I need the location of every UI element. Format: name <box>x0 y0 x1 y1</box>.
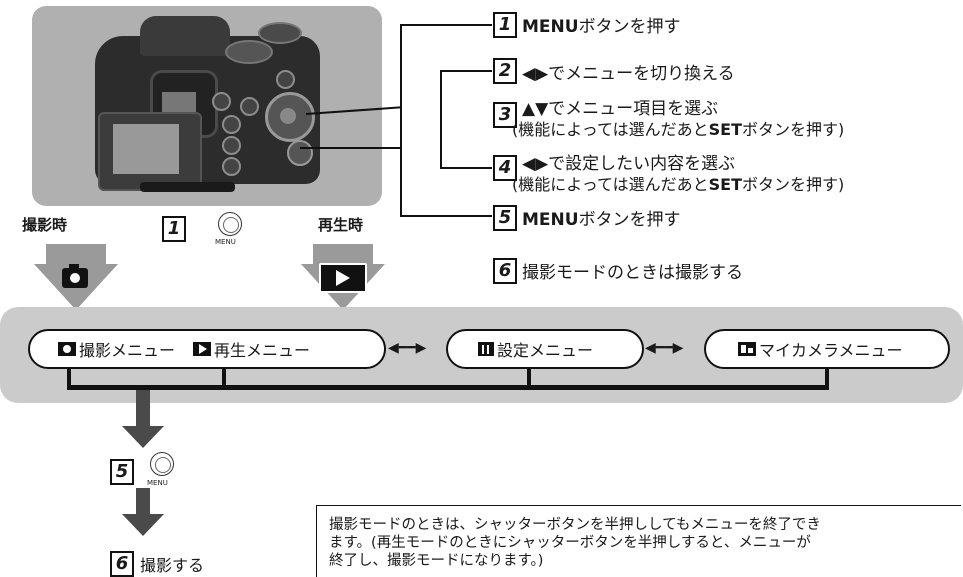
camera-cross-key <box>265 92 315 142</box>
bracket-outer-line <box>400 24 402 216</box>
connector-tick <box>527 369 531 389</box>
step-5-label: ボタンを押す <box>578 210 681 230</box>
playback-arrow-stem <box>313 244 373 266</box>
step-number-2: 2 <box>493 58 517 84</box>
camera-cross-key-center <box>280 108 296 124</box>
exit-arrow-stem-2 <box>136 488 150 518</box>
step-2-label: でメニューを切り換える <box>548 64 735 84</box>
playback-menu-label: 再生メニュー <box>214 341 311 360</box>
connector-tick <box>825 369 829 389</box>
bracket-inner-line <box>440 70 442 168</box>
step-3-label: でメニュー項目を選ぶ <box>548 99 719 119</box>
switch-arrow-icon: ◀━━▶ <box>388 340 427 356</box>
step-3-note: (機能によっては選んだあとSETボタンを押す) <box>512 116 844 140</box>
play-icon <box>193 342 212 356</box>
note-box: 撮影モードのときは、シャッターボタンを半押ししてもメニューを終了でき ます。(再… <box>316 505 961 577</box>
step-number-5-bottom: 5 <box>110 459 134 485</box>
shooting-playback-menu-pill: 撮影メニュー 再生メニュー <box>28 329 386 369</box>
step-6-bottom-text: 撮影する <box>140 556 205 575</box>
step-1-label: ボタンを押す <box>578 17 681 37</box>
step-4-text: ◀▶で設定したい内容を選ぶ <box>522 149 735 174</box>
step-3-note-set: SET <box>708 120 743 139</box>
exit-arrow-head-1 <box>122 426 164 448</box>
exit-arrow-head-2 <box>122 514 164 536</box>
playback-mode-label: 再生時 <box>318 216 364 234</box>
switch-arrow-icon: ◀━━▶ <box>645 340 684 356</box>
shooting-mode-label: 撮影時 <box>22 216 68 234</box>
step-3-text: ▲▼でメニュー項目を選ぶ <box>522 94 718 119</box>
mycamera-menu-label: マイカメラメニュー <box>759 341 903 360</box>
step-1-text: MENUボタンを押す <box>522 12 681 37</box>
note-line-1: 撮影モードのときは、シャッターボタンを半押ししてもメニューを終了でき <box>329 517 821 533</box>
camera-icon <box>62 264 88 288</box>
step-number-1-left: 1 <box>162 216 186 242</box>
shooting-menu-label: 撮影メニュー <box>79 341 176 360</box>
step-number-6-bottom: 6 <box>110 551 134 577</box>
step-number-5: 5 <box>493 205 517 231</box>
camera-lcd-screen <box>113 124 179 174</box>
step-3-note-pre: (機能によっては選んだあと <box>512 120 709 139</box>
camera-button <box>222 115 241 134</box>
mycamera-icon <box>738 342 756 356</box>
setup-menu-pill: 設定メニュー <box>446 329 644 369</box>
step-5-bold: MENU <box>522 210 579 230</box>
shooting-arrow-stem <box>46 244 106 266</box>
menu-button-icon-inner <box>155 457 171 473</box>
left-right-keys-icon: ◀▶ <box>522 64 549 84</box>
menu-button-caption: MENU <box>215 238 236 246</box>
step-4-note-post: ボタンを押す) <box>742 175 845 194</box>
step-5-text: MENUボタンを押す <box>522 205 681 230</box>
camera-button <box>222 136 241 155</box>
step-number-3: 3 <box>493 102 517 128</box>
camera-bottom-strip <box>140 182 235 192</box>
step-4-note-pre: (機能によっては選んだあと <box>512 175 709 194</box>
camera-flash-housing <box>140 16 230 56</box>
bracket-inner-bottom <box>440 167 492 169</box>
camera-menu-button <box>240 97 259 116</box>
camera-button <box>222 157 241 176</box>
bracket-outer-top <box>400 24 492 26</box>
step-2-text: ◀▶でメニューを切り換える <box>522 59 735 84</box>
bracket-outer-bottom <box>400 215 492 217</box>
note-line-3: 終了し、撮影モードになります。) <box>329 553 544 569</box>
bracket-inner-top <box>440 70 492 72</box>
setup-menu-label: 設定メニュー <box>497 341 594 360</box>
step-4-note: (機能によっては選んだあとSETボタンを押す) <box>512 171 844 195</box>
step-number-6: 6 <box>493 258 517 284</box>
play-icon <box>319 263 367 293</box>
wrench-icon <box>478 342 494 356</box>
connector-tick <box>222 369 226 389</box>
exit-arrow-stem-1 <box>136 390 150 430</box>
camera-button <box>212 92 231 111</box>
connector-bar <box>67 385 829 390</box>
step-3-note-post: ボタンを押す) <box>742 120 845 139</box>
step-4-note-set: SET <box>708 175 743 194</box>
camera-icon <box>58 342 76 356</box>
mycamera-menu-pill: マイカメラメニュー <box>704 329 950 369</box>
camera-zoom-dial <box>258 22 302 44</box>
step-1-bold: MENU <box>522 17 579 37</box>
menu-button-icon-inner <box>223 217 239 233</box>
camera-mode-dial <box>225 40 273 64</box>
step-4-label: で設定したい内容を選ぶ <box>548 154 736 174</box>
leader-line-set <box>300 147 402 149</box>
connector-tick <box>67 369 71 389</box>
step-number-4: 4 <box>493 155 517 181</box>
left-right-keys-icon: ◀▶ <box>522 154 549 174</box>
menu-button-caption: MENU <box>147 479 168 487</box>
step-number-1: 1 <box>493 12 517 38</box>
camera-set-button <box>287 140 313 166</box>
camera-viewfinder-window <box>162 92 196 114</box>
up-down-keys-icon: ▲▼ <box>522 99 549 119</box>
note-line-2: ます。(再生モードのときにシャッターボタンを半押しすると、メニューが <box>329 535 811 551</box>
step-6-text: 撮影モードのときは撮影する <box>522 263 743 283</box>
camera-button <box>276 70 295 89</box>
